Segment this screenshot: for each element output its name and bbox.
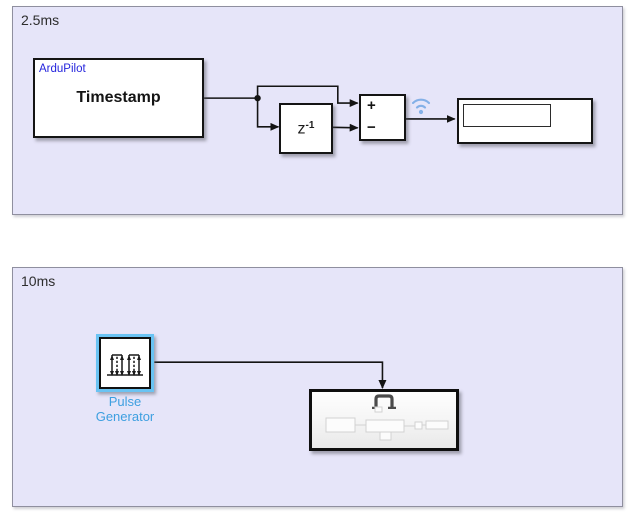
sample-time-area-10ms[interactable]: 10ms xyxy=(12,267,623,507)
pulse-generator-label-line2: Generator xyxy=(95,409,155,424)
sum-block[interactable]: + − xyxy=(359,94,406,141)
signal-wires-area2[interactable] xyxy=(13,268,622,506)
ardupilot-tag-label: ArduPilot xyxy=(39,63,86,75)
pulse-generator-block[interactable] xyxy=(96,334,154,392)
wire-pulsegen-to-subsystem[interactable] xyxy=(154,361,387,389)
sum-plus-sign: + xyxy=(367,97,376,114)
area-label-2-5ms: 2.5ms xyxy=(21,12,60,28)
wire-branch-dot xyxy=(254,94,261,102)
wire-branch-to-unit-delay[interactable] xyxy=(256,98,280,131)
sample-time-area-2-5ms[interactable]: 2.5ms ArduPilot Timestamp z-1 + − xyxy=(12,6,623,215)
pulse-generator-face xyxy=(99,337,151,389)
pulse-generator-label-line1: Pulse xyxy=(108,394,142,409)
sum-minus-sign: − xyxy=(367,119,376,136)
area-label-10ms: 10ms xyxy=(21,273,56,289)
timestamp-block[interactable]: ArduPilot Timestamp xyxy=(33,58,204,138)
unit-delay-label: z-1 xyxy=(297,119,315,138)
display-value-field xyxy=(463,104,551,127)
triggered-subsystem-block[interactable] xyxy=(309,389,459,451)
wire-branch-to-sum-plus[interactable] xyxy=(256,85,359,108)
display-block[interactable] xyxy=(457,98,593,144)
pulse-generator-label[interactable]: Pulse Generator xyxy=(65,394,185,424)
wireless-streaming-icon[interactable] xyxy=(409,91,433,118)
unit-delay-block[interactable]: z-1 xyxy=(279,103,333,154)
pulse-train-icon xyxy=(107,354,143,376)
wifi-dot xyxy=(418,109,424,115)
signal-wires-area1[interactable] xyxy=(13,7,622,214)
subsystem-content-preview xyxy=(325,406,449,441)
timestamp-block-label: Timestamp xyxy=(76,89,161,106)
